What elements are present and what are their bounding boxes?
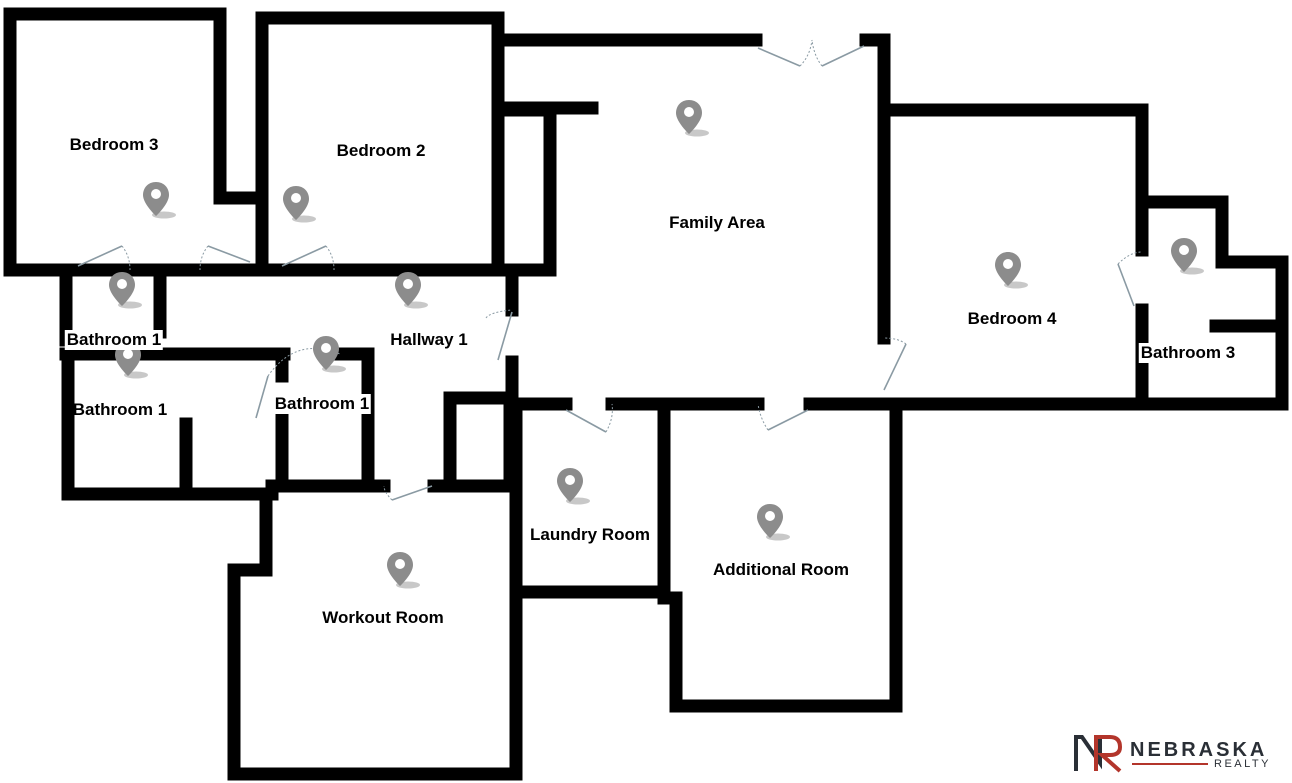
- wall-b2-closet: [491, 103, 557, 277]
- room-label-bathroom-3[interactable]: Bathroom 3: [1138, 343, 1238, 363]
- map-pin-icon[interactable]: [114, 340, 148, 384]
- map-pin-icon[interactable]: [675, 98, 709, 142]
- map-pin-icon[interactable]: [312, 334, 346, 378]
- nr-logo-icon: [1074, 735, 1123, 773]
- wall-bedroom-2: [255, 11, 505, 277]
- map-pin-icon[interactable]: [108, 270, 142, 314]
- room-label-workout-room[interactable]: Workout Room: [322, 608, 444, 627]
- room-label-family-area[interactable]: Family Area: [669, 213, 765, 232]
- map-pin-icon[interactable]: [756, 502, 790, 546]
- door-family-left[interactable]: [485, 309, 513, 361]
- brand-name: NEBRASKA: [1130, 739, 1268, 761]
- wall-bedroom-3: [3, 7, 257, 277]
- door-laundry[interactable]: [565, 403, 613, 433]
- door-bedroom-3[interactable]: [77, 245, 131, 271]
- wall-bedroom-4: [877, 103, 1149, 257]
- map-pin-icon[interactable]: [282, 184, 316, 228]
- brand-sub: REALTY: [1214, 758, 1271, 770]
- room-label-laundry-room[interactable]: Laundry Room: [530, 525, 650, 544]
- map-pin-icon[interactable]: [556, 466, 590, 510]
- door-family-top[interactable]: [757, 39, 865, 67]
- room-label-bedroom-3[interactable]: Bedroom 3: [69, 135, 159, 154]
- room-label-bathroom-1a[interactable]: Bathroom 1: [64, 330, 164, 350]
- wall-additional: [657, 397, 903, 713]
- wall-laundry: [509, 397, 671, 599]
- wall-workout: [227, 479, 523, 781]
- room-label-additional-room[interactable]: Additional Room: [713, 560, 849, 579]
- door-bathroom-3[interactable]: [1117, 251, 1143, 307]
- room-label-bathroom-1b[interactable]: Bathroom 1: [72, 400, 168, 419]
- door-workout[interactable]: [383, 485, 433, 501]
- brand-divider: [1132, 763, 1208, 765]
- door-additional[interactable]: [757, 403, 809, 431]
- map-pin-icon[interactable]: [142, 180, 176, 224]
- wall-bath1-lower: [61, 357, 279, 501]
- nebraska-realty-logo: NEBRASKA REALTY: [1074, 733, 1284, 775]
- room-label-bathroom-1c[interactable]: Bathroom 1: [272, 394, 372, 414]
- room-label-hallway-1[interactable]: Hallway 1: [390, 330, 468, 349]
- room-label-bedroom-2[interactable]: Bedroom 2: [336, 141, 426, 160]
- map-pin-icon[interactable]: [1170, 236, 1204, 280]
- wall-hall-closet: [443, 391, 517, 493]
- door-bedroom-3b[interactable]: [199, 245, 251, 271]
- map-pin-icon[interactable]: [386, 550, 420, 594]
- room-label-bedroom-4[interactable]: Bedroom 4: [967, 309, 1057, 328]
- wall-bathroom-3: [1135, 195, 1289, 411]
- map-pin-icon[interactable]: [994, 250, 1028, 294]
- door-family-right[interactable]: [883, 337, 907, 391]
- door-bedroom-2[interactable]: [281, 245, 335, 271]
- wall-family-top-r: [859, 33, 891, 345]
- map-pin-icon[interactable]: [394, 270, 428, 314]
